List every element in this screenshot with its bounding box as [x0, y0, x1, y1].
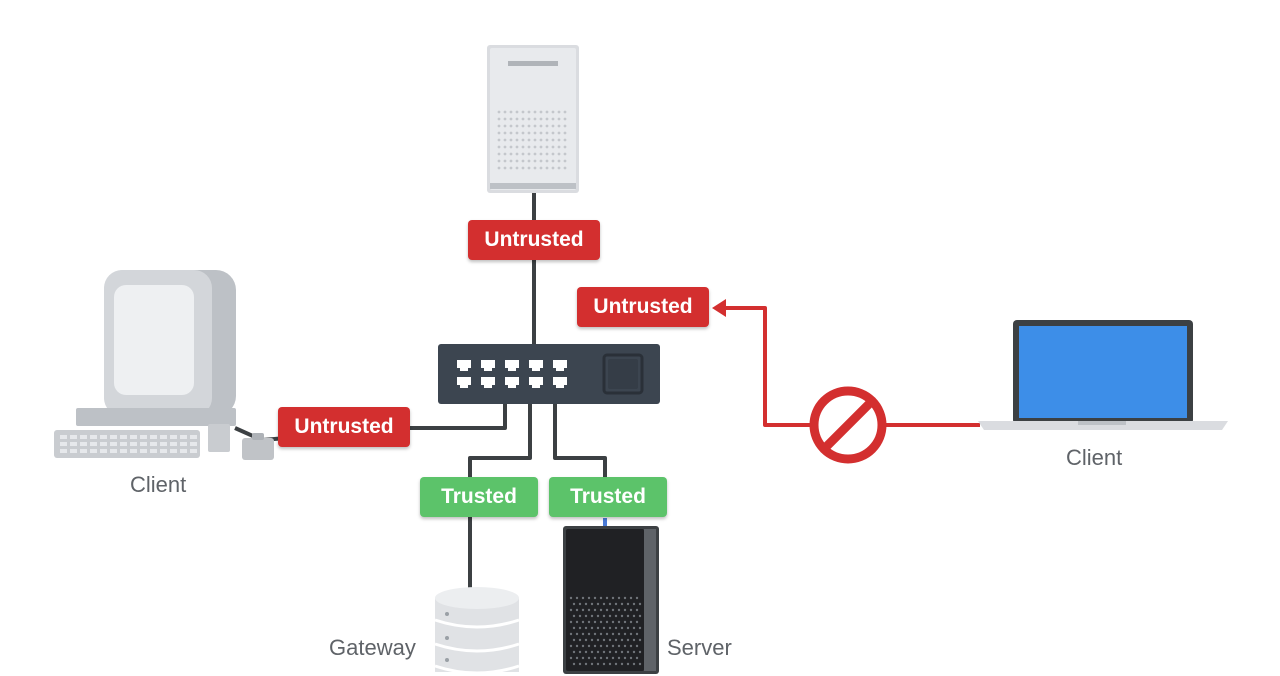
trusted-badge-gateway: Trusted [420, 477, 538, 517]
untrusted-badge-laptop: Untrusted [577, 287, 709, 327]
laptop-client-label: Client [1066, 445, 1123, 470]
laptop-client-icon [978, 320, 1228, 430]
server-label: Server [667, 635, 732, 660]
untrusted-badge-top: Untrusted [468, 220, 600, 260]
tower-server-icon [487, 45, 579, 193]
cable-switch-to-gateway [468, 402, 532, 590]
trusted-badge-server: Trusted [549, 477, 667, 517]
desktop-client-label: Client [130, 472, 187, 497]
blocked-icon [809, 386, 887, 464]
cable-switch-to-server [553, 402, 607, 478]
gateway-label: Gateway [329, 635, 416, 660]
untrusted-badge-desktop: Untrusted [278, 407, 410, 447]
desktop-client-icon [54, 270, 274, 460]
database-gateway-icon [434, 587, 520, 675]
blocked-arrowhead [712, 299, 726, 317]
network-switch-icon [438, 344, 660, 404]
dark-server-icon [563, 526, 659, 674]
